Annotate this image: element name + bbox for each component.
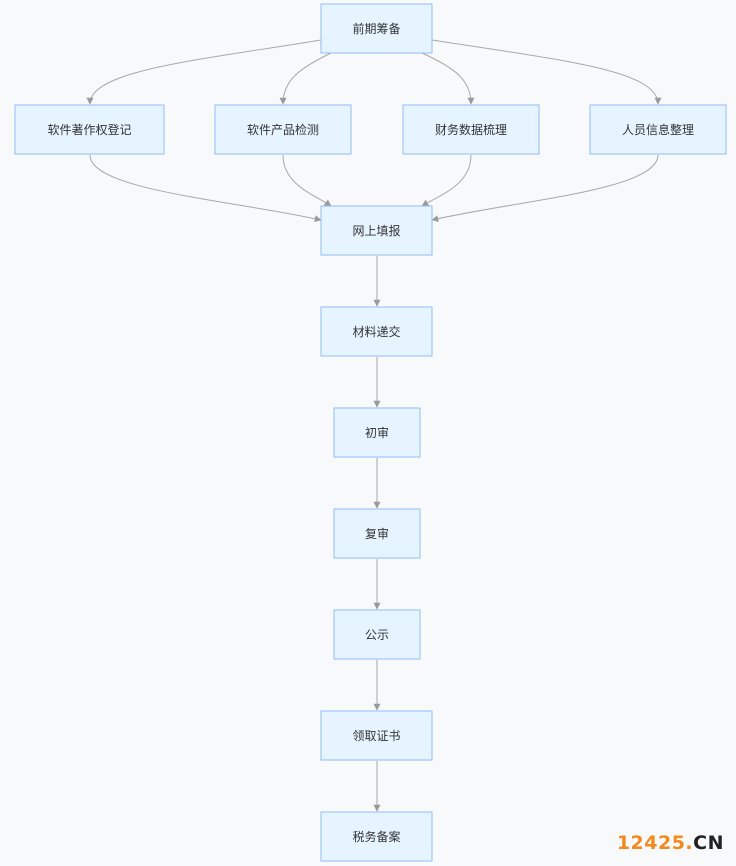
node-finance: 财务数据梳理 bbox=[402, 104, 540, 155]
edge-personnel-online bbox=[431, 154, 659, 223]
node-label: 初审 bbox=[365, 425, 389, 440]
watermark-number: 12425 bbox=[616, 832, 686, 854]
site-watermark: 12425.CN bbox=[617, 832, 724, 854]
node-personnel: 人员信息整理 bbox=[589, 104, 727, 155]
edge-prep-copyright bbox=[86, 39, 322, 105]
node-copyright: 软件著作权登记 bbox=[14, 104, 165, 155]
edge-copyright-online bbox=[89, 154, 322, 223]
node-label: 税务备案 bbox=[352, 829, 400, 844]
node-publicity: 公示 bbox=[333, 609, 421, 660]
watermark-dot: . bbox=[685, 832, 694, 854]
node-first-review: 初审 bbox=[333, 407, 421, 458]
node-prep: 前期筹备 bbox=[320, 3, 433, 54]
node-label: 材料递交 bbox=[352, 324, 400, 339]
node-label: 前期筹备 bbox=[352, 21, 400, 36]
node-label: 网上填报 bbox=[352, 223, 400, 238]
node-label: 领取证书 bbox=[352, 729, 400, 743]
watermark-suffix: CN bbox=[693, 832, 724, 854]
node-label: 软件产品检测 bbox=[247, 122, 319, 137]
edge-prep-finance bbox=[421, 52, 475, 105]
edge-prep-testing bbox=[279, 52, 332, 105]
edges bbox=[86, 39, 662, 812]
node-label: 财务数据梳理 bbox=[435, 122, 507, 137]
node-tax: 税务备案 bbox=[320, 811, 433, 862]
node-label: 人员信息整理 bbox=[622, 122, 694, 137]
node-certificate: 领取证书 bbox=[320, 710, 433, 761]
node-label: 软件著作权登记 bbox=[47, 122, 131, 137]
node-online: 网上填报 bbox=[320, 205, 433, 256]
node-second-review: 复审 bbox=[333, 508, 421, 559]
node-label: 公示 bbox=[365, 628, 389, 642]
edge-finance-online bbox=[421, 154, 472, 207]
node-label: 复审 bbox=[365, 526, 389, 541]
node-submit: 材料递交 bbox=[320, 306, 433, 357]
edge-testing-online bbox=[282, 154, 332, 207]
edge-prep-personnel bbox=[431, 39, 662, 105]
node-testing: 软件产品检测 bbox=[214, 104, 352, 155]
